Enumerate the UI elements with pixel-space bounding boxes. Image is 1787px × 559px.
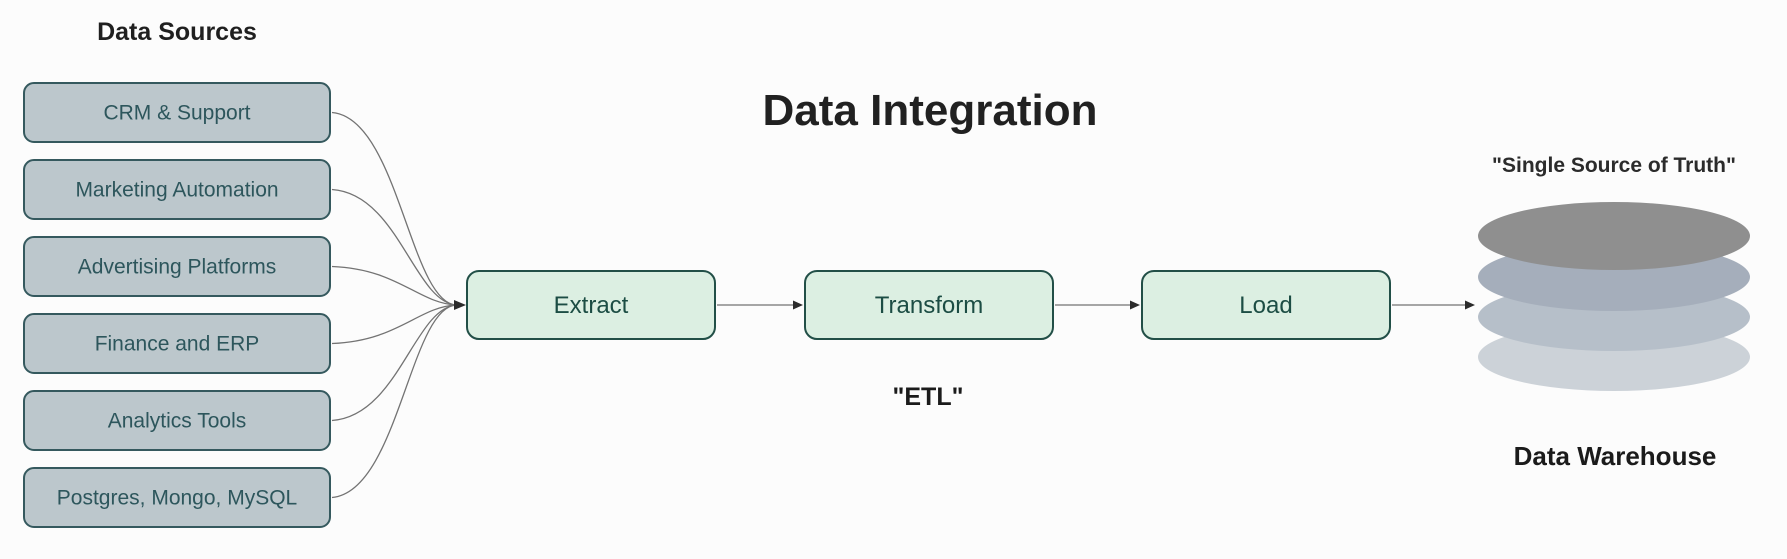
edge-analytics-extract [331,304,457,422]
source-node-marketing: Marketing Automation [23,159,331,220]
source-node-finance-label: Finance and ERP [95,333,260,356]
edge-finance-extract [331,304,457,345]
arrowhead-into-extract [454,300,466,310]
source-node-finance: Finance and ERP [23,313,331,374]
step-node-transform-box [804,270,1054,340]
source-node-databases-box [23,467,331,528]
step-node-load: Load [1141,270,1391,340]
step-node-load-label: Load [1239,292,1292,319]
source-node-marketing-label: Marketing Automation [75,179,278,202]
source-node-advertising: Advertising Platforms [23,236,331,297]
warehouse-quote: "Single Source of Truth" [1492,154,1736,177]
source-nodes: CRM & Support Marketing Automation Adver… [23,82,331,528]
source-node-advertising-box [23,236,331,297]
step-node-extract: Extract [466,270,716,340]
step-node-extract-label: Extract [554,292,629,319]
pipeline-edges [717,300,1475,310]
arrowhead-into-load [1130,300,1140,310]
step-node-load-box [1141,270,1391,340]
source-edges [331,111,466,499]
source-node-analytics-box [23,390,331,451]
source-node-marketing-box [23,159,331,220]
source-node-crm: CRM & Support [23,82,331,143]
database-cylinder-icon [1478,202,1750,391]
edge-crm-extract [331,111,457,306]
edge-marketing-extract [331,188,457,306]
data-sources-heading: Data Sources [97,18,257,46]
source-node-advertising-label: Advertising Platforms [78,256,276,279]
step-node-transform-label: Transform [875,292,983,319]
edge-advertising-extract [331,265,457,306]
source-node-crm-box [23,82,331,143]
edge-databases-extract [331,304,457,499]
step-node-transform: Transform [804,270,1054,340]
etl-caption: "ETL" [893,383,964,411]
pipeline-nodes: Extract Transform Load [466,270,1391,340]
diagram-title: Data Integration [763,86,1098,135]
step-node-extract-box [466,270,716,340]
source-node-databases: Postgres, Mongo, MySQL [23,467,331,528]
source-node-finance-box [23,313,331,374]
cylinder-layer-1 [1478,202,1750,270]
warehouse-label: Data Warehouse [1514,441,1717,471]
source-node-databases-label: Postgres, Mongo, MySQL [57,487,297,510]
arrowhead-into-warehouse [1465,300,1475,310]
arrowhead-into-transform [793,300,803,310]
source-node-crm-label: CRM & Support [103,102,250,125]
source-node-analytics-label: Analytics Tools [108,410,247,433]
source-node-analytics: Analytics Tools [23,390,331,451]
